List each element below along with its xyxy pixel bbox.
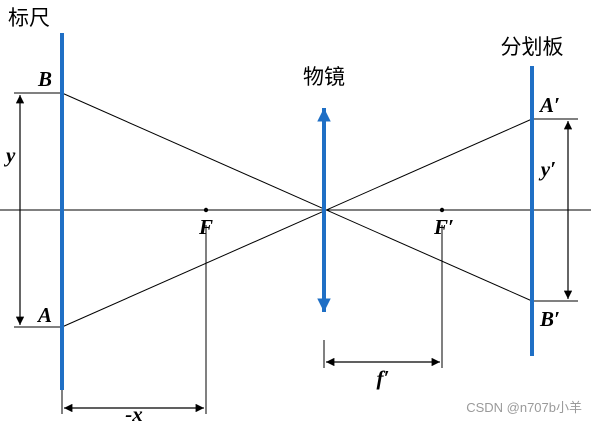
point-a-prime-label: A′	[538, 93, 560, 117]
point-a-label: A	[36, 303, 52, 327]
ray-b-to-b-prime	[61, 92, 533, 302]
point-b-prime-label: B′	[539, 307, 560, 331]
dist-f-prime-label: f′	[377, 366, 390, 390]
focus-back-dot	[439, 207, 445, 213]
ray-a-to-a-prime	[61, 118, 533, 328]
staff-label: 标尺	[8, 6, 50, 30]
focus-back-label: F′	[433, 215, 454, 239]
focus-front-dot	[203, 207, 209, 213]
image-height-label: y′	[538, 157, 556, 181]
object-height-label: y	[3, 143, 16, 167]
objective-label: 物镜	[303, 65, 345, 89]
reticle-label: 分划板	[501, 35, 564, 59]
focus-front-label: F	[198, 215, 213, 239]
point-b-label: B	[37, 67, 52, 91]
watermark: CSDN @n707b小羊	[466, 400, 582, 415]
dist-x-label: -x	[125, 402, 143, 425]
